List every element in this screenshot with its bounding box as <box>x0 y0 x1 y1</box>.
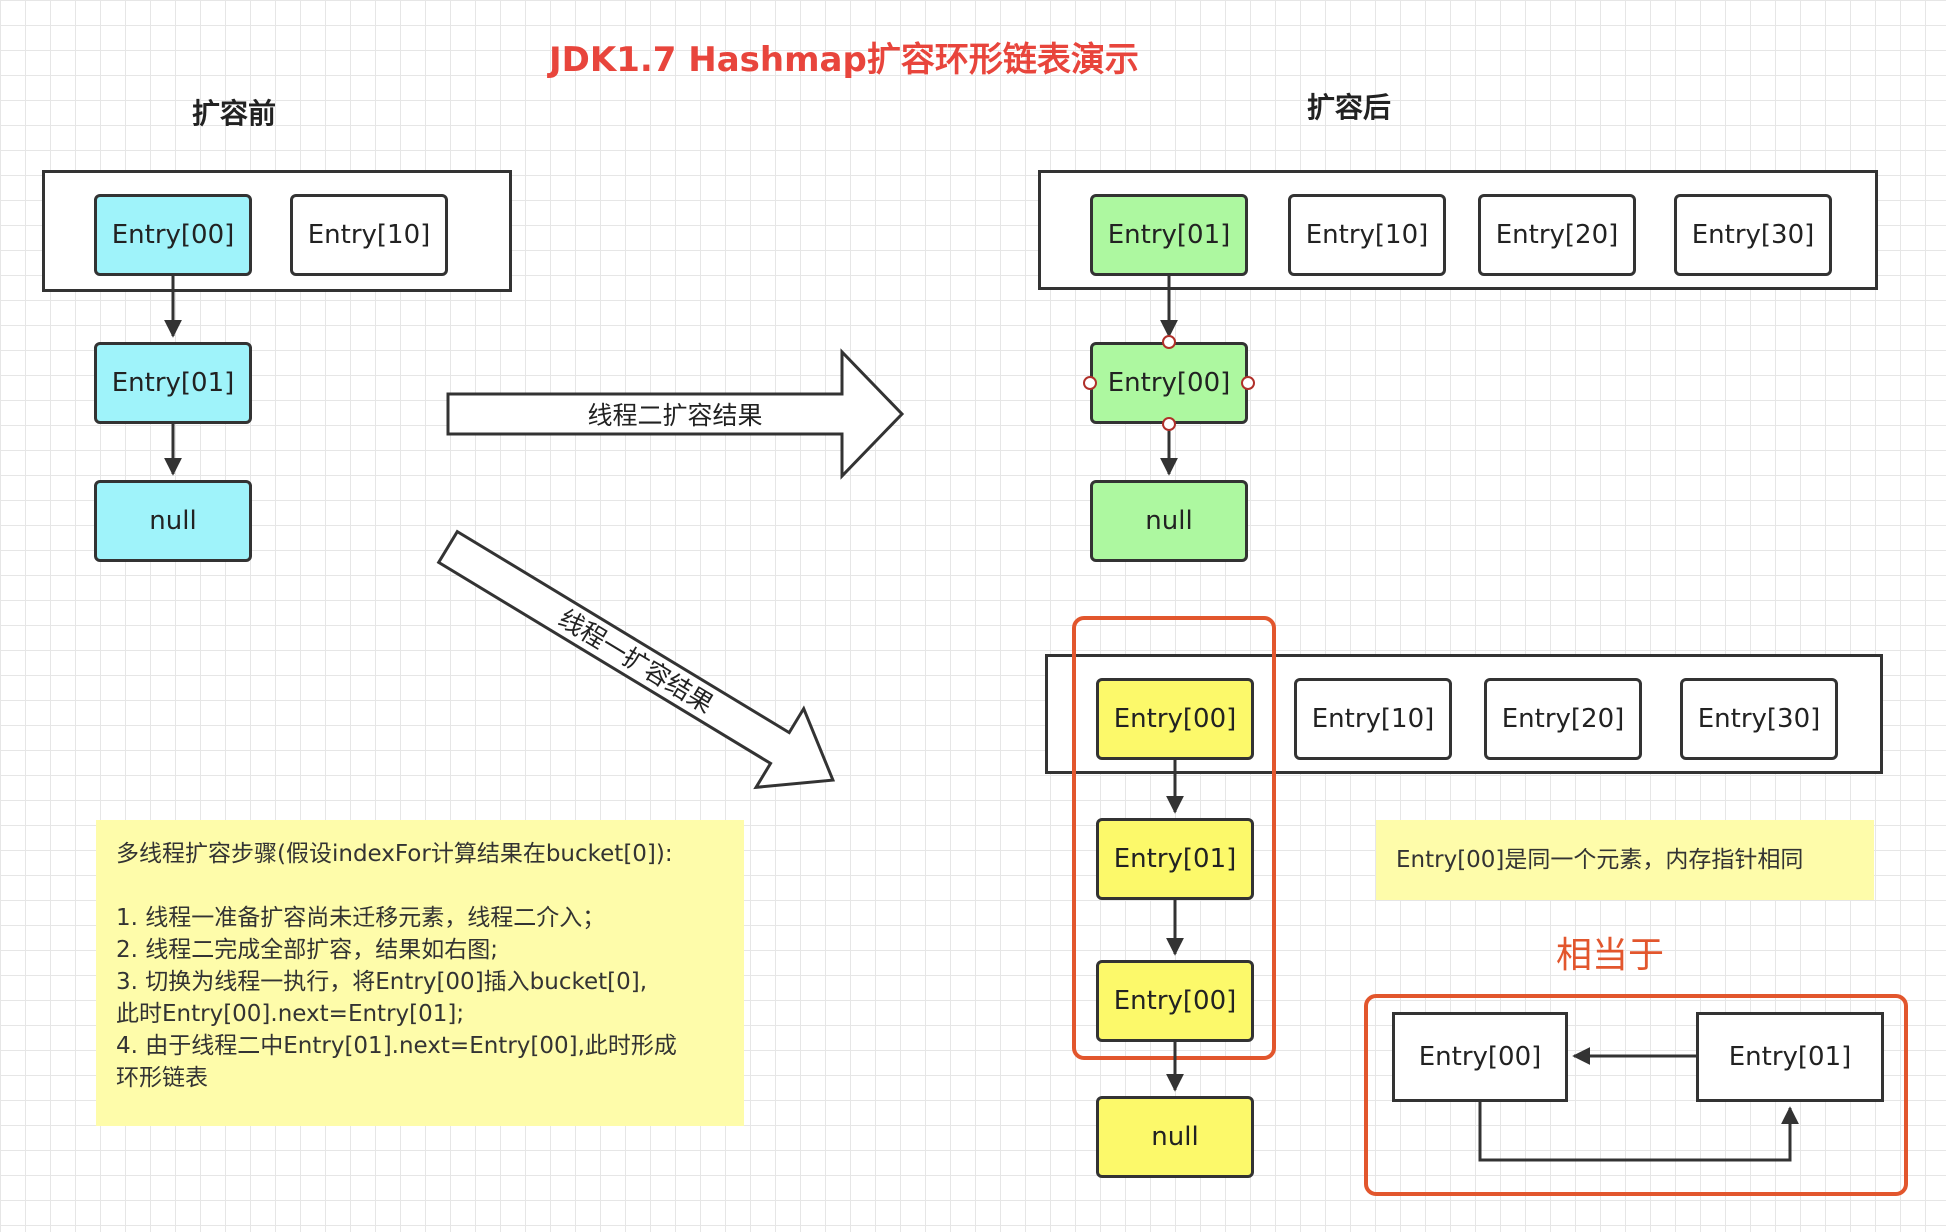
selection-handle <box>1162 417 1176 431</box>
after-heading: 扩容后 <box>1307 91 1392 124</box>
thread1-arrow-label: 线程一扩容结果 <box>554 604 719 719</box>
steps-note-line: 此时Entry[00].next=Entry[01]; <box>116 1001 465 1027</box>
thread1-big-arrow-group: 线程一扩容结果 <box>436 529 836 790</box>
equivalent-label: 相当于 <box>1556 935 1665 976</box>
steps-note-line: 环形链表 <box>116 1065 208 1091</box>
thread2-chain-entry-00: Entry[00] <box>1090 342 1248 424</box>
thread2-chain-null: null <box>1090 480 1248 562</box>
steps-note-heading: 多线程扩容步骤(假设indexFor计算结果在bucket[0]): <box>116 841 673 867</box>
thread1-chain-entry-00: Entry[00] <box>1096 960 1254 1042</box>
selection-handle <box>1241 376 1255 390</box>
before-chain-null: null <box>94 480 252 562</box>
before-bucket-entry-10: Entry[10] <box>290 194 448 276</box>
thread2-bucket-entry-30: Entry[30] <box>1674 194 1832 276</box>
diagram-title: JDK1.7 Hashmap扩容环形链表演示 <box>549 40 1139 80</box>
steps-note-line: 3. 切换为线程一执行，将Entry[00]插入bucket[0], <box>116 969 648 995</box>
cycle-entry-00: Entry[00] <box>1392 1012 1568 1102</box>
thread2-bucket-entry-20: Entry[20] <box>1478 194 1636 276</box>
thread2-big-arrow <box>446 348 905 480</box>
thread1-bucket-entry-10: Entry[10] <box>1294 678 1452 760</box>
before-chain-entry-01: Entry[01] <box>94 342 252 424</box>
steps-note-line: 4. 由于线程二中Entry[01].next=Entry[00],此时形成 <box>116 1033 677 1059</box>
thread1-bucket-entry-00: Entry[00] <box>1096 678 1254 760</box>
cycle-entry-01: Entry[01] <box>1696 1012 1884 1102</box>
thread2-bucket-entry-10: Entry[10] <box>1288 194 1446 276</box>
cycle-arrow-up <box>1478 1102 1799 1162</box>
thread1-chain-null: null <box>1096 1096 1254 1178</box>
same-element-note-text: Entry[00]是同一个元素，内存指针相同 <box>1396 847 1804 873</box>
steps-note: 多线程扩容步骤(假设indexFor计算结果在bucket[0]): 1. 线程… <box>96 820 744 1126</box>
thread2-bucket-entry-01: Entry[01] <box>1090 194 1248 276</box>
thread1-bucket-entry-20: Entry[20] <box>1484 678 1642 760</box>
same-element-note: Entry[00]是同一个元素，内存指针相同 <box>1376 820 1874 900</box>
thread1-chain-entry-01: Entry[01] <box>1096 818 1254 900</box>
before-bucket-entry-00: Entry[00] <box>94 194 252 276</box>
before-heading: 扩容前 <box>192 97 277 130</box>
selection-handle <box>1162 335 1176 349</box>
steps-note-line: 2. 线程二完成全部扩容，结果如右图; <box>116 937 499 963</box>
cycle-highlight <box>1364 994 1908 1196</box>
thread1-big-arrow <box>436 529 836 790</box>
steps-note-line: 1. 线程一准备扩容尚未迁移元素，线程二介入； <box>116 905 606 931</box>
selection-handle <box>1083 376 1097 390</box>
thread1-bucket-entry-30: Entry[30] <box>1680 678 1838 760</box>
thread2-arrow-label: 线程二扩容结果 <box>587 401 762 430</box>
